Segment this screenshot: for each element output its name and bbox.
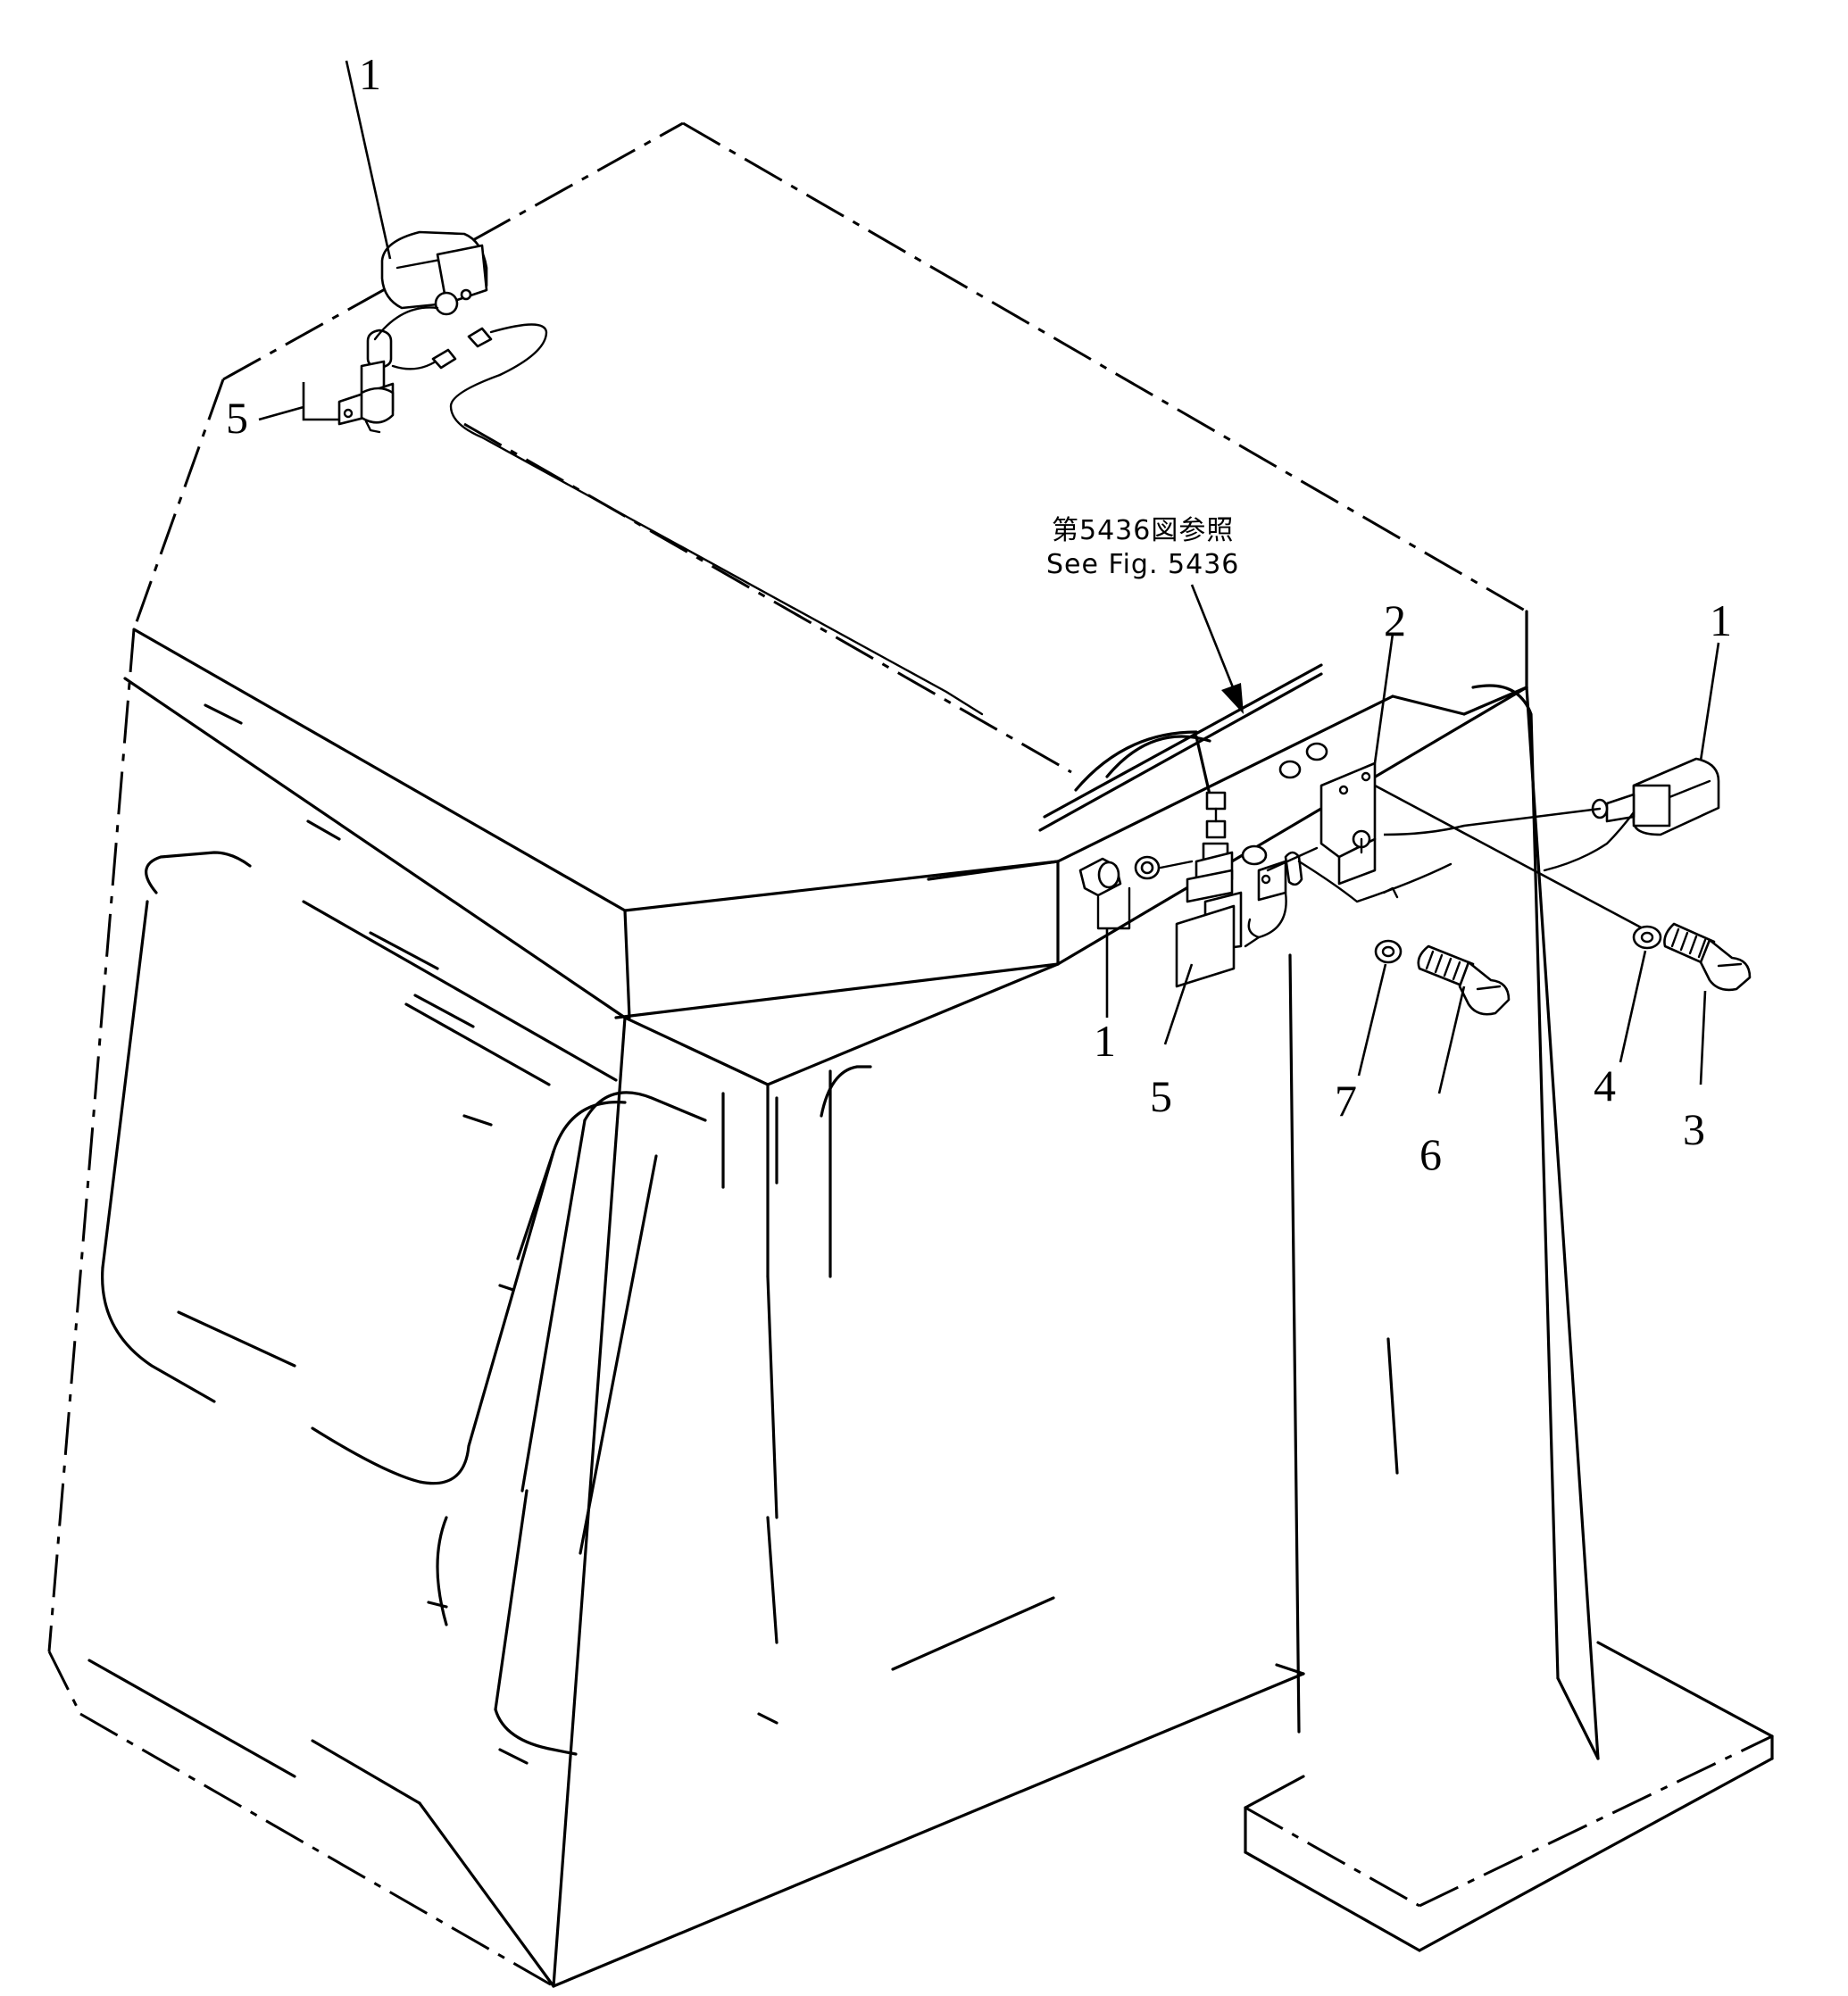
leader-1-top bbox=[345, 60, 392, 260]
callout-5-top: 5 bbox=[226, 393, 248, 443]
callout-7: 7 bbox=[1335, 1076, 1357, 1126]
callout-3: 3 bbox=[1683, 1104, 1705, 1154]
bolt-6 bbox=[1417, 944, 1511, 1016]
leader-6 bbox=[1437, 986, 1466, 1094]
wiper-assembly bbox=[1038, 584, 1323, 832]
work-lamp-right bbox=[1462, 757, 1720, 872]
pillar bbox=[1244, 684, 1774, 1952]
leader-4 bbox=[1619, 950, 1647, 1063]
leader-1-right bbox=[1699, 642, 1720, 761]
callout-2: 2 bbox=[1384, 595, 1406, 645]
cab-body bbox=[47, 121, 1528, 1988]
callout-1-right: 1 bbox=[1710, 595, 1732, 645]
washer-7 bbox=[1374, 939, 1403, 964]
callout-6: 6 bbox=[1419, 1129, 1442, 1179]
leader-7 bbox=[1357, 963, 1387, 1077]
callout-1-top: 1 bbox=[359, 49, 381, 99]
work-lamp-top bbox=[380, 230, 488, 316]
mounting-bracket bbox=[1266, 761, 1644, 930]
callout-4: 4 bbox=[1594, 1060, 1616, 1110]
leader-5-top bbox=[258, 382, 339, 421]
lamp-bracket-top bbox=[337, 306, 984, 716]
callout-1-mid: 1 bbox=[1094, 1016, 1116, 1066]
reference-note-en: See Fig. 5436 bbox=[1046, 549, 1239, 580]
leader-5-mid bbox=[1163, 963, 1194, 1045]
leader-2 bbox=[1373, 633, 1394, 764]
callout-5-mid: 5 bbox=[1150, 1071, 1172, 1121]
reference-note-jp: 第5436図参照 bbox=[1052, 515, 1234, 546]
lamp-mount-center bbox=[1078, 742, 1453, 988]
washer-4 bbox=[1632, 925, 1662, 950]
leader-3 bbox=[1699, 990, 1707, 1085]
bolt-3 bbox=[1663, 922, 1752, 992]
